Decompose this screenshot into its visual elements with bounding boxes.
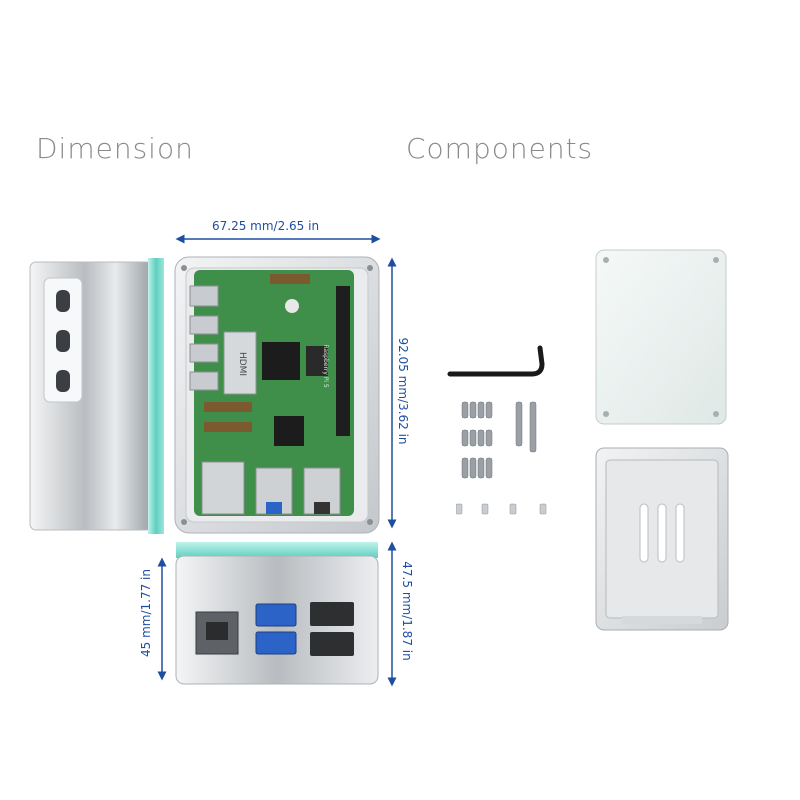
components-heading: Components <box>406 132 594 165</box>
case-base-tray <box>595 447 729 631</box>
hdmi-text: HDMI <box>237 352 247 376</box>
screw-icon <box>461 401 537 479</box>
rj45-port-icon <box>195 611 239 655</box>
screw-set <box>456 401 547 515</box>
model-text: Raspberry Pi 5 <box>322 344 329 387</box>
height-inner-label: 45 mm/1.77 in <box>139 569 153 657</box>
case-lid-plate <box>595 249 727 425</box>
soc-chip <box>262 342 300 380</box>
standoff-icon <box>456 503 547 515</box>
gpio-header <box>336 286 350 436</box>
usb-a-port-icon <box>255 602 354 656</box>
rj45-block <box>201 461 245 515</box>
case-top-view: HDMI Raspberry Pi 5 <box>174 256 380 534</box>
case-front-view <box>175 542 379 685</box>
case-side-view <box>29 258 164 534</box>
height-outer-label: 47.5 mm/1.87 in <box>400 561 414 661</box>
dimension-heading: Dimension <box>36 132 194 165</box>
usb-c-port-icon <box>56 290 70 392</box>
width-label: 67.25 mm/2.65 in <box>212 219 320 233</box>
length-label: 92.05 mm/3.62 in <box>396 337 410 445</box>
hex-key-icon <box>447 345 545 377</box>
